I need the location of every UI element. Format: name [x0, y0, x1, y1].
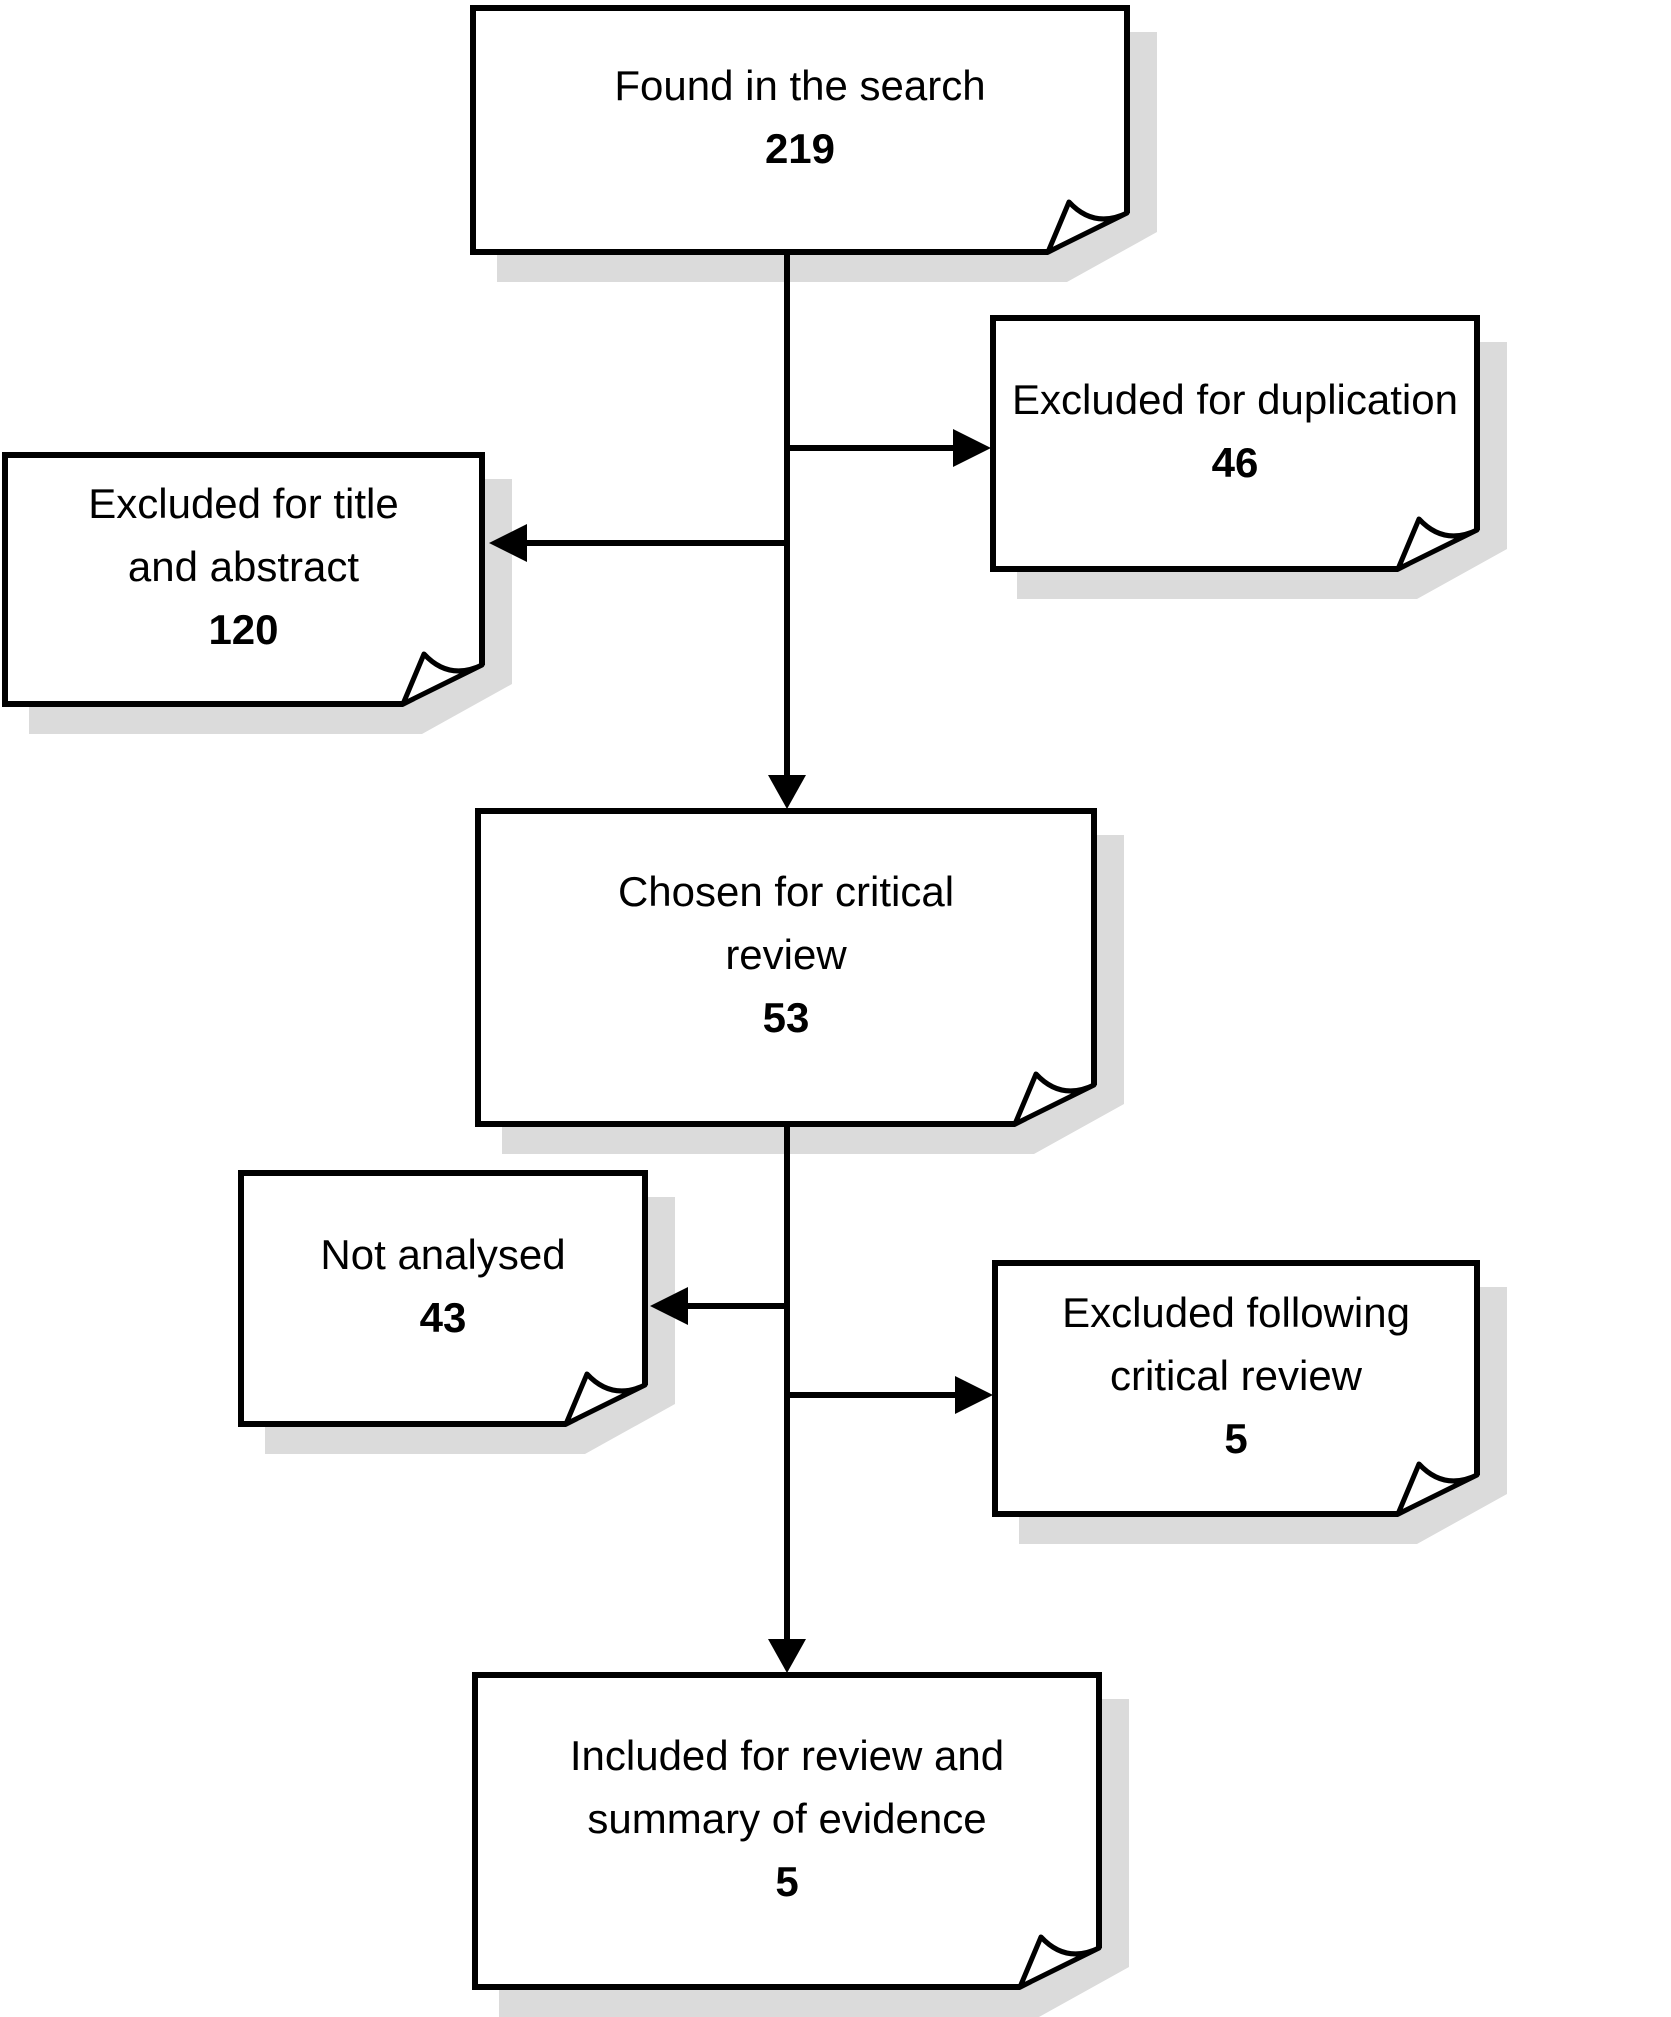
arrow-line-to-excluded-title-abstract: [527, 540, 789, 546]
arrowhead-to-excluded-title-abstract: [489, 524, 527, 562]
node-count: 53: [762, 994, 810, 1041]
node-label-line: review: [725, 931, 847, 978]
node-box: Found in the search 219: [470, 5, 1130, 255]
node-excluded-title-abstract: Excluded for title and abstract 120: [2, 452, 485, 707]
node-box: Excluded following critical review 5: [992, 1260, 1480, 1517]
node-label-line: Included for review and: [569, 1731, 1005, 1779]
node-label-line: Not analysed: [320, 1230, 566, 1278]
node-label-line: Excluded for duplication: [1012, 375, 1458, 423]
arrowhead-to-not-analysed: [650, 1287, 688, 1325]
arrowhead-found-to-chosen: [768, 775, 806, 809]
node-label-line: Chosen for critical: [617, 868, 955, 915]
node-label-line: Excluded following: [1062, 1289, 1410, 1336]
node-box: Not analysed 43: [238, 1170, 648, 1427]
arrow-line-found-to-chosen: [784, 255, 790, 775]
node-count: 46: [1211, 438, 1259, 486]
node-included-review-summary: Included for review and summary of evide…: [472, 1672, 1102, 1990]
node-count: 120: [208, 606, 279, 653]
node-box: Included for review and summary of evide…: [472, 1672, 1102, 1990]
node-excluded-duplication: Excluded for duplication 46: [990, 315, 1480, 572]
node-count: 5: [775, 1857, 799, 1905]
node-label-line: critical review: [1109, 1352, 1363, 1399]
node-box: Chosen for critical review 53: [475, 808, 1097, 1127]
arrow-line-to-excluded-critical-review: [787, 1392, 957, 1398]
node-label-line: and abstract: [127, 543, 360, 590]
node-label-line: Found in the search: [614, 62, 986, 109]
node-box: Excluded for duplication 46: [990, 315, 1480, 572]
node-chosen-critical-review: Chosen for critical review 53: [475, 808, 1097, 1127]
node-label-line: Excluded for title: [88, 480, 399, 527]
arrow-line-chosen-to-included: [784, 1127, 790, 1640]
node-label-line: summary of evidence: [587, 1794, 987, 1842]
arrow-line-to-excluded-duplication: [787, 445, 955, 451]
node-box: Excluded for title and abstract 120: [2, 452, 485, 707]
node-count: 219: [764, 125, 836, 172]
arrow-line-to-not-analysed: [688, 1303, 788, 1309]
arrowhead-chosen-to-included: [768, 1639, 806, 1673]
node-not-analysed: Not analysed 43: [238, 1170, 648, 1427]
node-count: 43: [419, 1293, 467, 1341]
node-found-in-search: Found in the search 219: [470, 5, 1130, 255]
arrowhead-to-excluded-duplication: [953, 429, 991, 467]
node-count: 5: [1224, 1415, 1248, 1462]
arrowhead-to-excluded-critical-review: [955, 1376, 993, 1414]
node-excluded-critical-review: Excluded following critical review 5: [992, 1260, 1480, 1517]
